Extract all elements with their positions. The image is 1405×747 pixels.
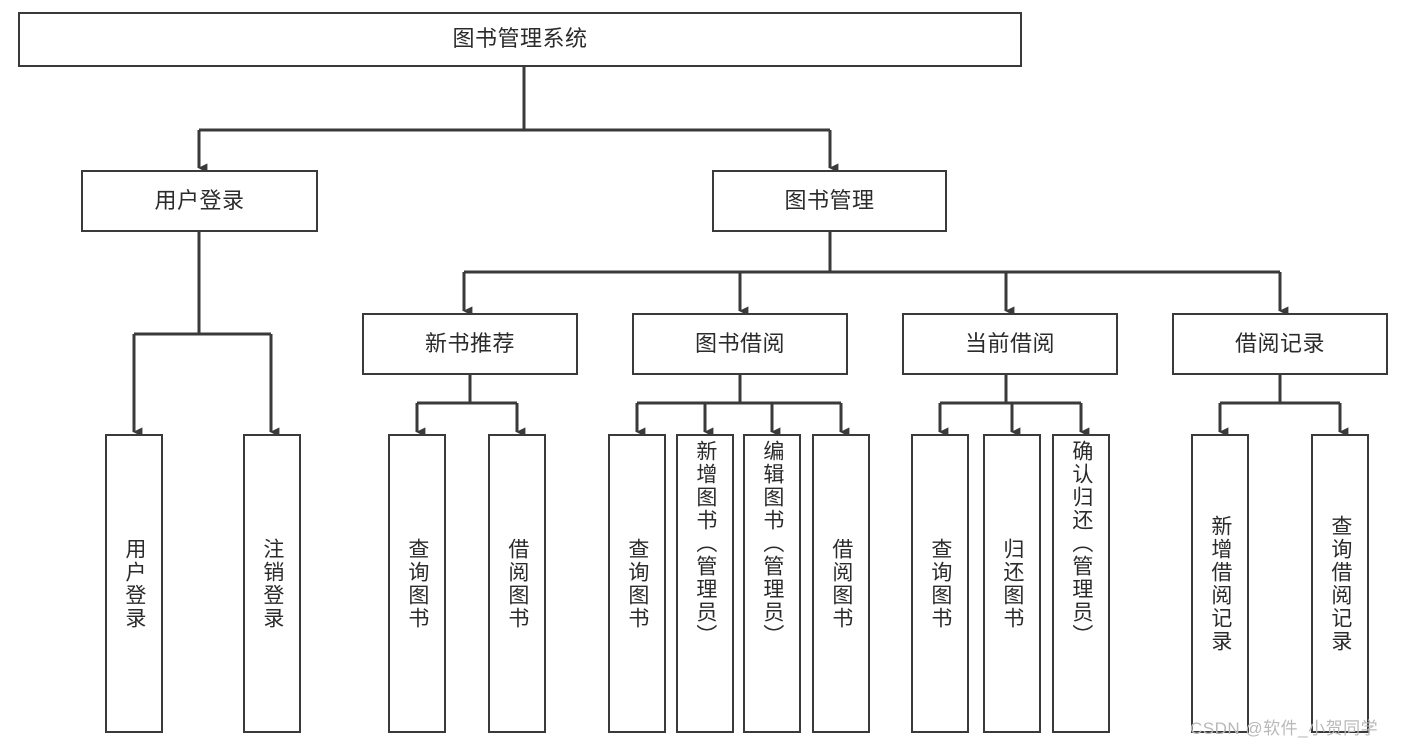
node-label-root: 图书管理系统 [452,26,588,52]
node-book-manage[interactable]: 图书管理 [712,170,947,232]
node-label-user-login: 用户登录 [154,187,245,213]
node-label-leaf-query-book-3: 查询图书 [928,537,952,630]
node-label-leaf-query-book-2: 查询图书 [625,537,649,630]
node-leaf-confirm-return[interactable]: 确认归还（管理员） [1052,434,1110,733]
node-current-borrow[interactable]: 当前借阅 [902,313,1118,375]
node-root[interactable]: 图书管理系统 [18,12,1022,67]
node-label-book-manage: 图书管理 [784,187,875,213]
node-label-leaf-return-book: 归还图书 [1000,537,1024,630]
node-leaf-add-record[interactable]: 新增借阅记录 [1191,434,1249,733]
csdn-watermark: CSDN @软件_小贺同学 [1190,719,1379,738]
node-leaf-query-book-3[interactable]: 查询图书 [911,434,969,733]
node-label-current-borrow: 当前借阅 [964,330,1055,356]
node-label-leaf-add-book: 新增图书（管理员） [693,440,717,647]
node-label-leaf-query-book-1: 查询图书 [405,537,429,630]
node-label-leaf-logout: 注销登录 [260,537,284,630]
connector-lines [132,67,1349,437]
node-label-book-borrow: 图书借阅 [694,330,785,356]
node-book-borrow[interactable]: 图书借阅 [632,313,848,375]
node-label-leaf-user-login: 用户登录 [122,537,146,630]
node-leaf-borrow-book-2[interactable]: 借阅图书 [812,434,870,733]
node-user-login[interactable]: 用户登录 [81,170,318,232]
node-leaf-add-book[interactable]: 新增图书（管理员） [676,434,734,733]
node-label-leaf-confirm-return: 确认归还（管理员） [1069,440,1093,647]
node-leaf-user-login[interactable]: 用户登录 [105,434,163,733]
node-leaf-query-record[interactable]: 查询借阅记录 [1311,434,1369,733]
node-borrow-record[interactable]: 借阅记录 [1172,313,1388,375]
node-label-leaf-borrow-book-2: 借阅图书 [829,537,853,630]
node-leaf-logout[interactable]: 注销登录 [243,434,301,733]
node-label-leaf-borrow-book-1: 借阅图书 [505,537,529,630]
node-leaf-return-book[interactable]: 归还图书 [983,434,1041,733]
node-leaf-query-book-1[interactable]: 查询图书 [388,434,446,733]
node-new-book-rec[interactable]: 新书推荐 [362,313,578,375]
node-label-leaf-query-record: 查询借阅记录 [1328,514,1352,653]
node-label-new-book-rec: 新书推荐 [424,330,515,356]
node-leaf-query-book-2[interactable]: 查询图书 [608,434,666,733]
node-label-borrow-record: 借阅记录 [1234,330,1325,356]
node-label-leaf-edit-book: 编辑图书（管理员） [760,440,784,647]
node-leaf-edit-book[interactable]: 编辑图书（管理员） [743,434,801,733]
node-label-leaf-add-record: 新增借阅记录 [1208,514,1232,653]
node-leaf-borrow-book-1[interactable]: 借阅图书 [488,434,546,733]
